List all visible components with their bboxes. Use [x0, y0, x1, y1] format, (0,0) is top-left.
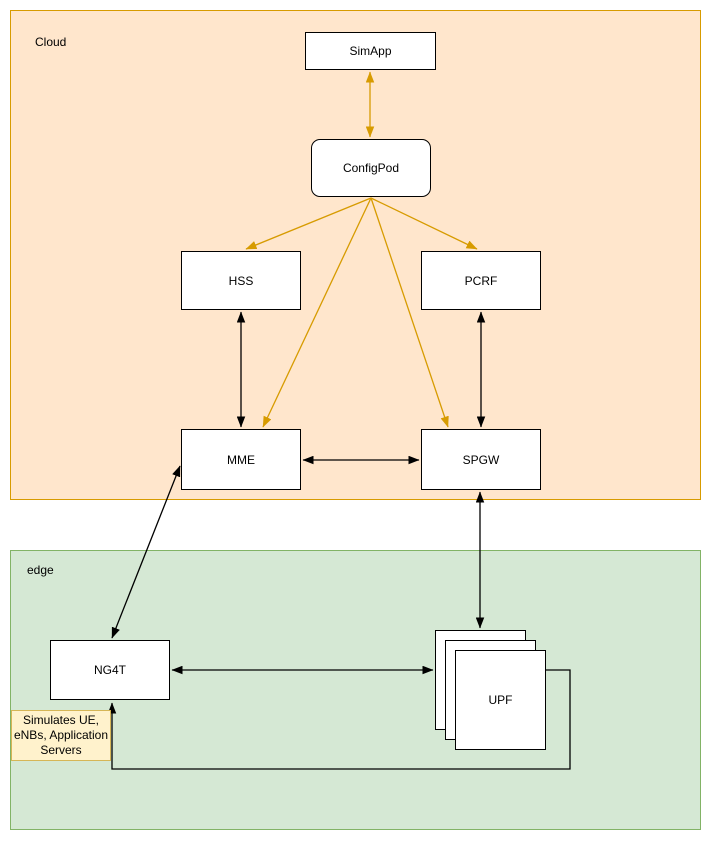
note-simulates: Simulates UE, eNBs, Application Servers	[11, 710, 111, 761]
node-hss: HSS	[181, 251, 301, 310]
note-line-1: Simulates UE,	[22, 713, 100, 727]
edge-configpod-pcrf	[370, 197, 478, 250]
node-upf-label: UPF	[488, 693, 513, 707]
note-line-3: Servers	[40, 743, 82, 757]
node-configpod: ConfigPod	[311, 139, 431, 197]
region-edge-label: edge	[27, 563, 54, 577]
node-configpod-label: ConfigPod	[342, 161, 400, 175]
region-cloud: Cloud	[10, 10, 701, 500]
node-pcrf: PCRF	[421, 251, 541, 310]
edge-configpod-spgw	[370, 197, 449, 428]
node-spgw: SPGW	[421, 429, 541, 490]
node-upf: UPF	[455, 650, 546, 750]
node-mme-label: MME	[227, 452, 255, 467]
edge-upf-ng4t-loop	[107, 669, 571, 770]
node-simapp-label: SimApp	[349, 44, 392, 58]
note-line-2: eNBs, Application	[13, 728, 109, 742]
edge-configpod-hss	[245, 197, 372, 250]
node-mme: MME	[181, 429, 301, 490]
node-pcrf-label: PCRF	[464, 273, 498, 288]
node-ng4t-label: NG4T	[93, 663, 126, 677]
node-hss-label: HSS	[228, 273, 254, 288]
edge-mme-ng4t	[111, 465, 181, 639]
region-cloud-label: Cloud	[35, 35, 67, 49]
node-spgw-label: SPGW	[462, 452, 500, 467]
node-simapp: SimApp	[305, 32, 436, 70]
node-ng4t: NG4T	[50, 640, 170, 700]
edge-configpod-mme	[262, 197, 372, 428]
